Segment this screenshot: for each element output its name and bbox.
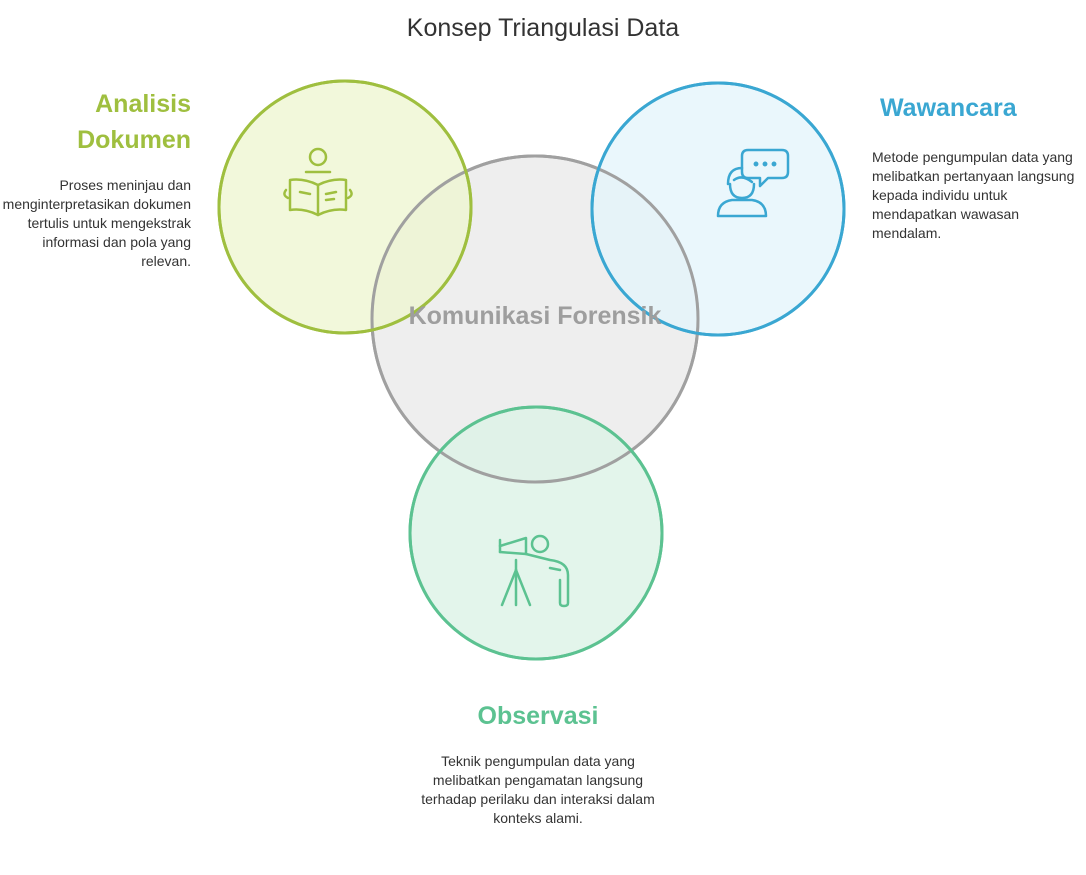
analisis-dokumen-description: Proses meninjau dan menginterpretasikan …	[2, 177, 191, 269]
wawancara-description: Metode pengumpulan data yang melibatkan …	[872, 149, 1075, 241]
person-telescope-icon	[498, 534, 570, 608]
observasi-heading: Observasi	[477, 702, 599, 730]
wawancara-heading: Wawancara	[880, 94, 1017, 122]
center-label: Komunikasi Forensik	[408, 302, 662, 330]
person-speech-bubble-icon	[716, 148, 790, 218]
analisis-dokumen-heading: Analisis Dokumen	[77, 90, 191, 154]
observasi-description: Teknik pengumpulan data yang melibatkan …	[421, 753, 655, 826]
person-reading-icon	[283, 147, 353, 217]
diagram-title: Konsep Triangulasi Data	[406, 14, 680, 42]
